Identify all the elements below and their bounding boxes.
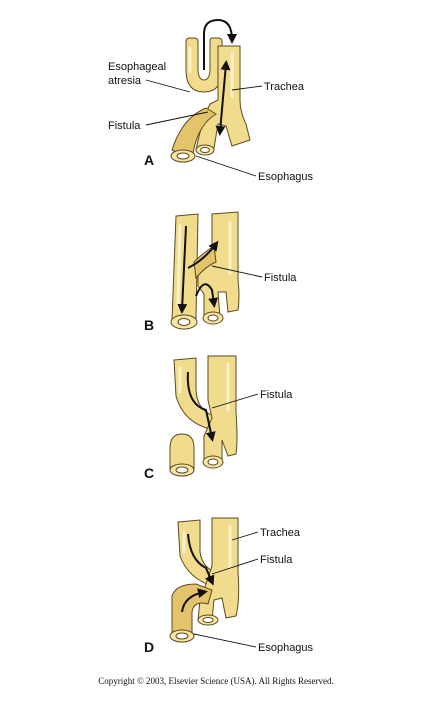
label-esophagus-a: Esophagus (258, 171, 314, 183)
trachea-c (203, 355, 238, 463)
label-esophageal-atresia-1: Esophageal (108, 61, 166, 73)
lower-esophagus-c (169, 433, 195, 471)
label-trachea-d: Trachea (260, 527, 301, 539)
arrow-b-up (187, 240, 219, 269)
arrow-d-down (187, 533, 215, 586)
panel-b: Fistula B (144, 211, 297, 333)
label-trachea-a: Trachea (264, 81, 305, 93)
label-fistula-c: Fistula (260, 389, 293, 401)
panel-a: Esophageal atresia Trachea Fistula Esoph… (108, 18, 314, 183)
label-fistula-b: Fistula (264, 272, 297, 284)
arrow-c (186, 371, 216, 442)
arrow-b-loop (195, 283, 219, 308)
esophagus-end-lumen (176, 152, 190, 160)
label-fistula-d: Fistula (260, 554, 293, 566)
fistula-b (193, 245, 217, 280)
panel-letter-d: D (144, 639, 154, 655)
arrow-a-down (215, 60, 231, 136)
label-esophageal-atresia-2: atresia (108, 75, 142, 87)
copyright-notice: Copyright © 2003, Elsevier Science (USA)… (98, 676, 334, 686)
panel-letter-a: A (144, 152, 154, 168)
bronchus-lumen-left (200, 147, 210, 153)
label-esophagus-d: Esophagus (258, 642, 314, 654)
panel-letter-b: B (144, 317, 154, 333)
arrow-a-over (203, 18, 237, 70)
label-fistula-a: Fistula (108, 120, 141, 132)
panel-c: Fistula C (144, 355, 293, 481)
arrow-d-up (181, 588, 208, 613)
arrow-b-down (177, 225, 188, 314)
panel-d: Trachea Fistula Esophagus D (144, 517, 314, 655)
esophageal-pouch (185, 37, 223, 93)
panel-letter-c: C (144, 465, 154, 481)
